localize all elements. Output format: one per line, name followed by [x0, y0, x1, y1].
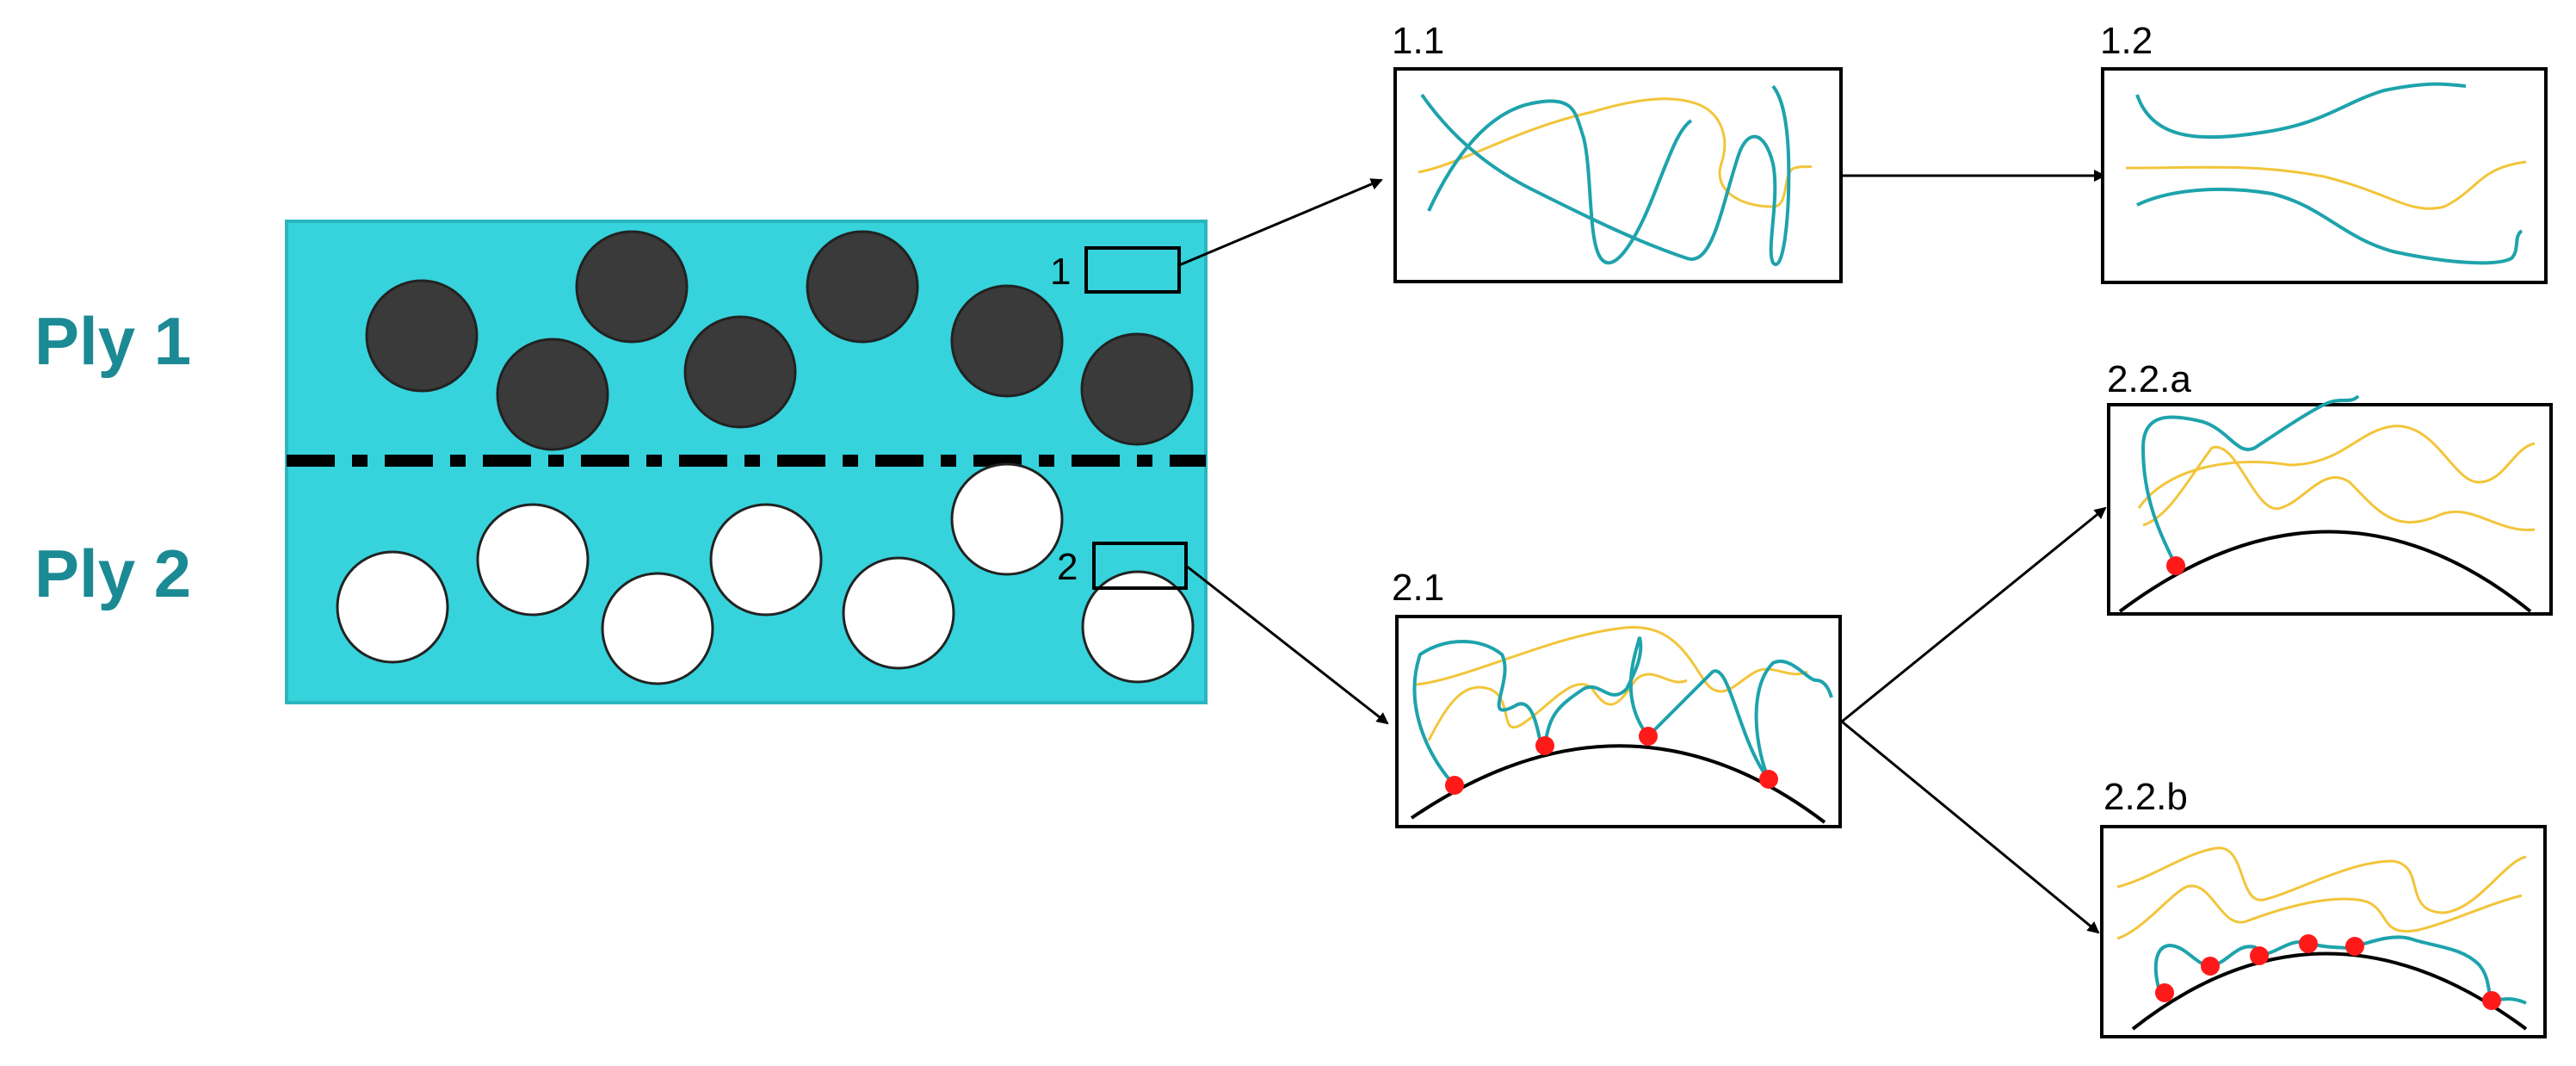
arrow-2-1-to-2-2b	[1841, 720, 2100, 934]
fiber-light	[950, 462, 1064, 576]
bond-point	[2299, 934, 2318, 953]
panel-2-2a-frame	[2107, 403, 2553, 616]
chain-yellow	[2116, 884, 2523, 940]
panel-2-1-label: 2.1	[1392, 567, 1444, 609]
panel-2-2a: 2.2.a	[2107, 358, 2553, 616]
fiber-light	[336, 550, 449, 664]
bond-points	[2155, 934, 2501, 1010]
chain-teal	[2136, 187, 2523, 265]
ply-1-fibers	[365, 230, 1194, 451]
arrow-2-1-to-2-2a	[1841, 506, 2107, 723]
ply-1-label: Ply 1	[34, 303, 191, 379]
ply-2-fibers	[336, 462, 1195, 685]
chain-yellow	[2116, 846, 2527, 914]
chain-teal	[2140, 394, 2360, 567]
chain-yellow	[2137, 425, 2536, 509]
panel-1-1-label: 1.1	[1392, 20, 1444, 62]
fiber-dark	[950, 284, 1064, 398]
fiber-dark	[683, 315, 797, 429]
bond-point	[2201, 957, 2220, 976]
panel-2-1-frame	[1395, 615, 1842, 828]
bond-point	[1445, 776, 1464, 795]
panel-1-2-label: 1.2	[2100, 20, 2153, 62]
bond-point	[2250, 946, 2269, 965]
ply-2-label: Ply 2	[34, 536, 191, 611]
chain-teal	[1427, 99, 1693, 265]
chain-teal	[1646, 660, 1833, 781]
panel-2-1: 2.1	[1392, 567, 1842, 828]
region-2-label: 2	[1057, 546, 1078, 588]
panel-2-2a-label: 2.2.a	[2107, 358, 2191, 400]
bond-point	[2482, 991, 2501, 1010]
bond-point	[2166, 556, 2185, 575]
bond-point	[2345, 937, 2364, 956]
chain-yellow	[2142, 445, 2536, 531]
fiber-dark	[496, 338, 609, 451]
bond-point	[1759, 770, 1778, 789]
fiber-surface-arc	[2131, 951, 2528, 1031]
panel-2-2b: 2.2.b	[2100, 776, 2547, 1038]
chain-teal	[1420, 84, 1791, 266]
bond-points	[1445, 727, 1778, 795]
bond-point	[1639, 727, 1658, 746]
fiber-dark	[365, 279, 479, 393]
region-1-label: 1	[1050, 251, 1071, 293]
bond-point	[2155, 983, 2174, 1002]
chain-yellow	[1415, 626, 1808, 693]
fiber-light	[476, 503, 590, 617]
region-1-box	[1084, 246, 1181, 294]
bond-point	[1535, 736, 1554, 755]
fiber-light	[601, 572, 714, 685]
fiber-light	[709, 503, 823, 617]
chain-yellow	[1427, 672, 1688, 741]
arrow-region2-to-2-1	[1185, 564, 1389, 725]
chain-teal	[1412, 640, 1547, 787]
arrows	[1178, 170, 2107, 934]
fiber-dark	[806, 230, 919, 344]
fiber-dark	[1080, 332, 1194, 446]
fiber-light	[1081, 570, 1195, 684]
panel-2-2b-label: 2.2.b	[2103, 776, 2188, 818]
chain-yellow	[2125, 160, 2527, 210]
fiber-light	[842, 556, 955, 670]
fiber-dark	[575, 230, 689, 344]
arrow-region1-to-1-1	[1178, 178, 1383, 267]
panel-1-2: 1.2	[2100, 20, 2548, 284]
panel-1-1: 1.1	[1392, 20, 1843, 283]
chain-teal	[2135, 82, 2467, 139]
chain-teal	[1543, 636, 1650, 747]
